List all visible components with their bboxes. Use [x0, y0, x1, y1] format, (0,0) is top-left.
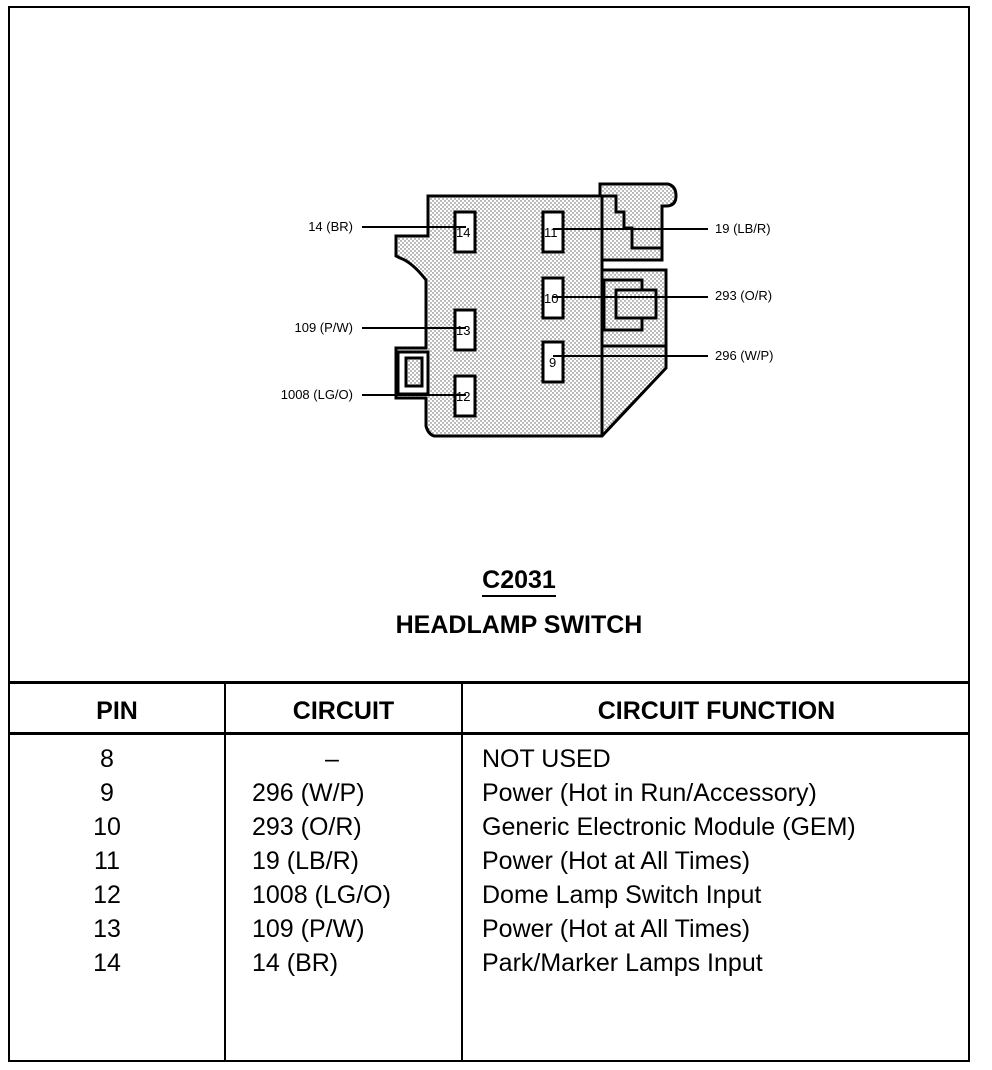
wire-label-14: 14 (BR) [308, 219, 353, 234]
table-row: 9 296 (W/P) Power (Hot in Run/Accessory) [0, 779, 992, 813]
connector-id: C2031 [0, 566, 992, 597]
cell-pin: 9 [100, 779, 114, 807]
pin-number-14: 14 [456, 225, 470, 240]
cell-pin: 8 [100, 745, 114, 773]
table-row: 8 – NOT USED [0, 745, 992, 779]
table-divider-2 [461, 684, 463, 1061]
cell-pin: 13 [93, 915, 121, 943]
cell-function: Power (Hot in Run/Accessory) [482, 779, 817, 807]
pin-cavity-9 [541, 340, 565, 384]
wire-label-109: 109 (P/W) [294, 320, 353, 335]
lock-tab-inner [614, 288, 658, 320]
cell-circuit: – [325, 745, 339, 773]
cell-pin: 12 [93, 881, 121, 909]
cell-circuit: 1008 (LG/O) [252, 881, 391, 909]
table-row: 13 109 (P/W) Power (Hot at All Times) [0, 915, 992, 949]
wire-label-293: 293 (O/R) [715, 288, 772, 303]
key-inner [404, 356, 424, 388]
cell-function: Power (Hot at All Times) [482, 915, 751, 943]
connector-id-text: C2031 [482, 566, 556, 597]
cell-circuit: 14 (BR) [252, 949, 339, 977]
pin-number-13: 13 [456, 323, 470, 338]
cell-circuit: 296 (W/P) [252, 779, 365, 807]
figure-frame [8, 6, 970, 1062]
pin-cavity-13 [453, 308, 477, 352]
pin-cavity-14 [453, 210, 477, 254]
pin-table-body: 8 – NOT USED 9 296 (W/P) Power (Hot in R… [0, 745, 992, 983]
table-row: 10 293 (O/R) Generic Electronic Module (… [0, 813, 992, 847]
connector-diagram: 14 11 10 13 9 12 14 (BR) 109 (P/W) 1008 … [281, 182, 774, 438]
wire-label-19: 19 (LB/R) [715, 221, 771, 236]
table-divider-1 [224, 684, 226, 1061]
header-pin: PIN [96, 697, 138, 725]
pin-number-12: 12 [456, 389, 470, 404]
header-circuit: CIRCUIT [292, 697, 395, 725]
header-circuit-function: CIRCUIT FUNCTION [597, 697, 836, 725]
pin-number-11: 11 [544, 225, 558, 240]
table-top-rule [8, 681, 970, 684]
cell-function: NOT USED [482, 745, 611, 773]
table-row: 11 19 (LB/R) Power (Hot at All Times) [0, 847, 992, 881]
cell-pin: 11 [94, 847, 120, 875]
table-row: 12 1008 (LG/O) Dome Lamp Switch Input [0, 881, 992, 915]
wire-label-1008: 1008 (LG/O) [281, 387, 353, 402]
cell-pin: 14 [93, 949, 121, 977]
cell-circuit: 293 (O/R) [252, 813, 362, 841]
table-header-rule [8, 732, 970, 735]
cell-circuit: 109 (P/W) [252, 915, 365, 943]
connector-name: HEADLAMP SWITCH [395, 611, 643, 639]
wire-label-296: 296 (W/P) [715, 348, 774, 363]
cell-function: Power (Hot at All Times) [482, 847, 751, 875]
pin-cavity-11 [541, 210, 565, 254]
pin-number-9: 9 [549, 355, 556, 370]
cell-function: Generic Electronic Module (GEM) [482, 813, 856, 841]
cell-function: Park/Marker Lamps Input [482, 949, 763, 977]
table-row: 14 14 (BR) Park/Marker Lamps Input [0, 949, 992, 983]
pin-number-10: 10 [544, 291, 558, 306]
cell-pin: 10 [93, 813, 121, 841]
cell-circuit: 19 (LB/R) [252, 847, 359, 875]
cell-function: Dome Lamp Switch Input [482, 881, 762, 909]
